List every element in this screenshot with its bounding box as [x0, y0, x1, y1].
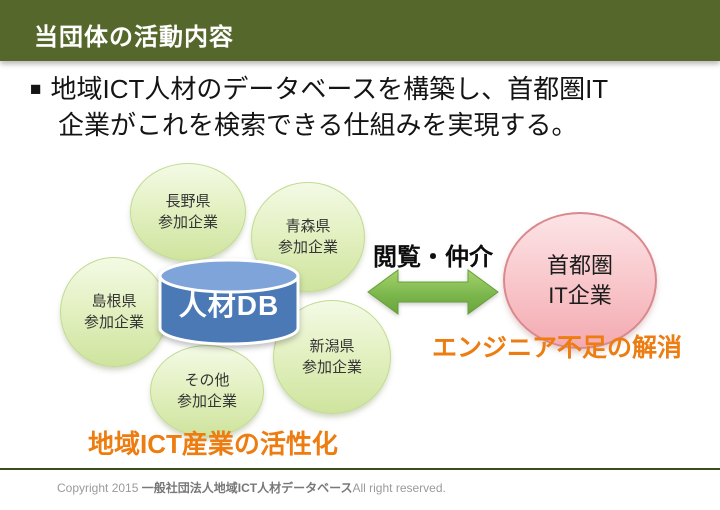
target-circle-metro-it: 首都圏 IT企業: [503, 212, 657, 349]
node-label-line2: 参加企業: [83, 314, 144, 331]
database-cylinder-icon: [158, 258, 300, 346]
summary-line-1: ■ 地域ICT人材のデータベースを構築し、首都圏IT: [30, 73, 702, 109]
benefit-right-text: エンジニア不足の解消: [432, 334, 683, 362]
node-label-line2: 参加企業: [157, 214, 218, 231]
node-label-line2: 参加企業: [277, 239, 338, 256]
benefit-left-text: 地域ICT産業の活性化: [88, 429, 338, 459]
copyright-suffix: All right reserved.: [352, 481, 446, 495]
page-title: 当団体の活動内容: [34, 24, 234, 51]
db-label: 人材DB: [178, 290, 280, 321]
node-label-line1: 青森県: [285, 218, 331, 235]
node-circle-nagano: 長野県 参加企業: [130, 163, 246, 261]
arrow-label: 閲覧・仲介: [373, 244, 493, 271]
target-label-line2: IT企業: [548, 282, 612, 308]
copyright-org: 一般社団法人地域ICT人材データベース: [141, 481, 353, 495]
target-label-line1: 首都圏: [546, 252, 613, 278]
node-circle-shimane: 島根県 参加企業: [60, 257, 168, 367]
node-label-line2: 参加企業: [176, 393, 237, 410]
bidirectional-arrow-icon: [367, 269, 499, 315]
summary-line-2: 企業がこれを検索できる仕組みを実現する。: [58, 110, 578, 140]
node-label-line1: 島根県: [91, 293, 137, 310]
footer-divider: [0, 468, 720, 470]
node-label-line1: その他: [184, 372, 230, 389]
header-bar: 当団体の活動内容: [0, 0, 720, 61]
node-circle-niigata: 新潟県 参加企業: [273, 300, 391, 414]
node-label-line1: 長野県: [165, 193, 211, 210]
summary-text: ■ 地域ICT人材のデータベースを構築し、首都圏IT 企業がこれを検索できる仕組み…: [30, 73, 702, 141]
copyright-prefix: Copyright 2015: [57, 481, 142, 495]
square-bullet-icon: ■: [30, 79, 42, 100]
node-label-line2: 参加企業: [301, 359, 362, 376]
summary-line-1-text: 地域ICT人材のデータベースを構築し、首都圏IT: [50, 74, 609, 104]
node-circle-sonota: その他 参加企業: [150, 345, 264, 437]
node-label-line1: 新潟県: [309, 338, 355, 355]
footer-copyright: Copyright 2015 一般社団法人地域ICT人材データベースAll ri…: [57, 479, 446, 496]
